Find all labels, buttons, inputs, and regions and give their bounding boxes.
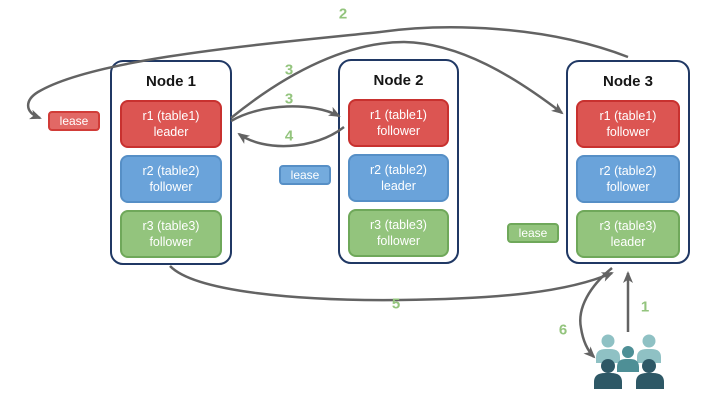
arrow-step-3-to-node2	[230, 105, 341, 123]
replica-name: r2 (table2)	[599, 163, 657, 178]
replica-role: follower	[376, 234, 421, 248]
replica-name: r3 (table3)	[370, 217, 427, 232]
step-label-6: 6	[558, 321, 568, 339]
step-label-2: 2	[338, 5, 348, 23]
replica-name: r2 (table2)	[370, 162, 427, 177]
replica-name: r3 (table3)	[599, 218, 657, 233]
node-1-replica-r3: r3 (table3) follower	[120, 210, 222, 258]
replica-role: leader	[381, 179, 416, 193]
node-2-replica-r3: r3 (table3) follower	[348, 209, 449, 257]
node-1-title: Node 1	[145, 73, 196, 90]
replica-role: follower	[376, 124, 421, 138]
node-3-replica-r1: r1 (table1) follower	[576, 100, 680, 148]
node-1-replica-r2: r2 (table2) follower	[120, 155, 222, 203]
node-1-replica-r1: r1 (table1) leader	[120, 100, 222, 148]
node-3-title: Node 3	[602, 73, 653, 90]
replica-role: follower	[149, 235, 193, 249]
node-3-replica-r2: r2 (table2) follower	[576, 155, 680, 203]
node-2-replica-r1: r1 (table1) follower	[348, 99, 449, 147]
replica-role: leader	[153, 125, 189, 139]
lease-tag-table1: lease	[48, 111, 100, 131]
replica-role: follower	[149, 180, 193, 194]
node-3: Node 3 r1 (table1) follower r2 (table2) …	[566, 60, 690, 264]
lease-tag-table2: lease	[279, 165, 331, 185]
node-2-title: Node 2	[373, 72, 424, 89]
node-1: Node 1 r1 (table1) leader r2 (table2) fo…	[110, 60, 232, 265]
node-2-replica-r2: r2 (table2) leader	[348, 154, 449, 202]
step-label-1: 1	[640, 298, 650, 316]
arrow-step-6	[579, 267, 613, 359]
users-icon	[594, 334, 664, 389]
step-label-4: 4	[284, 127, 294, 145]
node-3-replica-r3: r3 (table3) leader	[576, 210, 680, 258]
step-label-5: 5	[391, 295, 401, 313]
replica-role: leader	[610, 235, 646, 249]
node-2: Node 2 r1 (table1) follower r2 (table2) …	[338, 59, 459, 264]
replica-role: follower	[606, 125, 650, 139]
replica-role: follower	[606, 180, 650, 194]
step-label-3a: 3	[284, 61, 294, 79]
replica-name: r1 (table1)	[142, 108, 200, 123]
replica-name: r2 (table2)	[142, 163, 200, 178]
step-label-3b: 3	[284, 90, 294, 108]
replica-name: r3 (table3)	[142, 218, 200, 233]
lease-tag-table3: lease	[507, 223, 559, 243]
replica-name: r1 (table1)	[370, 107, 427, 122]
replica-name: r1 (table1)	[599, 108, 657, 123]
